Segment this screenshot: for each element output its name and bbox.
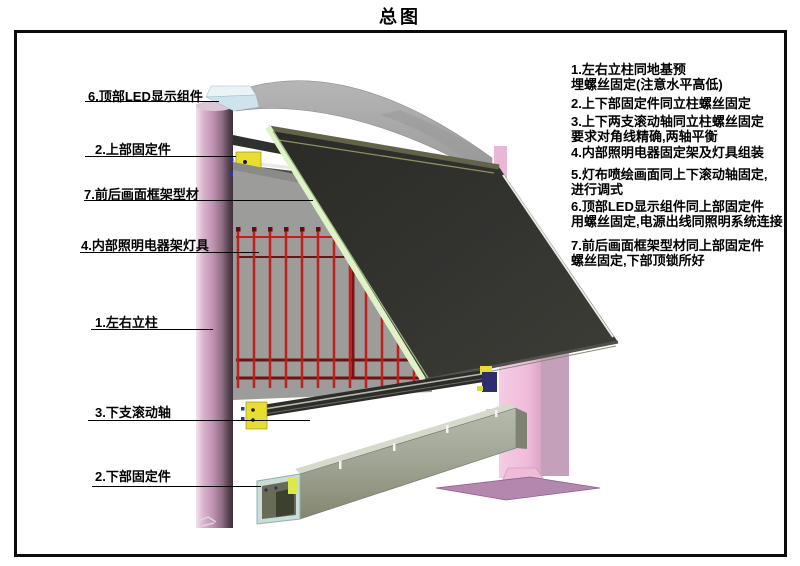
callout-text: 2.下部固定件 [95,469,171,484]
back-panel-top-shade [233,162,305,184]
note-7: 7.前后画面框架型材同上部固定件 螺丝固定,下部顶锁所好 [571,238,764,268]
base-plate-face [435,476,601,501]
bolt-mark [264,488,268,492]
callout-upper-fixing: 2.上部固定件 [95,139,171,158]
callout-bottom-roller: 3.下支滚动轴 [95,402,171,421]
panel-top-frame [268,125,500,170]
roller-end-cap-yellow [480,366,492,374]
callout-text: 3.下支滚动轴 [95,405,171,420]
note-3: 3.上下两支滚动轴同立柱螺丝固定 要求对角线精确,两轴平衡 [571,114,764,144]
bolt-mark [241,407,245,411]
callout-leader-line [91,329,213,330]
callout-lighting: 4.内部照明电器架灯具 [81,235,209,254]
panel-right-highlight [502,174,614,338]
beam-end-sticker [288,477,298,494]
sketch-marks [197,516,217,527]
panel-face [269,128,618,380]
bolt-mark [230,172,234,176]
bolt [243,160,247,164]
roller-end-mark [477,386,483,391]
note-4: 4.内部照明电器固定架及灯具组装 [571,145,764,160]
callout-leader-line [85,101,219,102]
callout-bottom-fixing: 2.下部固定件 [95,466,171,485]
lamp-caps [236,227,321,232]
bolt-mark [241,417,245,421]
assembly-notes: 1.左右立柱同地基预 埋螺丝固定(注意水平高低) 2.上下部固定件同立柱螺丝固定… [571,62,797,268]
panel-bottom-frame [424,340,619,382]
note-5: 5.灯布喷绘画面同上下滚动轴固定, 进行调式 [571,167,768,197]
right-column-side [541,345,569,476]
callout-leader-line [88,420,310,421]
panel-top-line [271,138,495,174]
base-plate [435,476,601,501]
bottom-roller-highlight [251,372,489,412]
callout-frame-profile: 7.前后画面框架型材 [84,184,199,203]
bolt [251,408,255,412]
callout-text: 1.左右立柱 [95,315,158,330]
note-1: 1.左右立柱同地基预 埋螺丝固定(注意水平高低) [571,62,723,92]
callout-leader-line [80,252,259,253]
callout-columns: 1.左右立柱 [95,312,158,331]
callout-leader-line [85,156,236,157]
beam-right-side [516,408,527,449]
panel-left-line [272,130,429,379]
bottom-roller-shadow [251,377,489,417]
page-title: 总图 [379,7,421,27]
panel-left-frame [265,125,427,383]
roller-end-block [482,372,497,392]
bolt-mark [230,158,234,162]
bolt-mark [274,486,278,490]
callout-text: 6.顶部LED显示组件 [88,89,203,104]
callout-leader-line [92,486,261,487]
callout-text: 4.内部照明电器架灯具 [81,238,209,253]
beam-ticks [339,410,498,469]
canopy-shade [380,110,492,178]
note-6: 6.顶部LED显示组件同上部固定件 用螺丝固定,电源出线同照明系统连接 [571,199,783,229]
drawing-border [14,30,787,557]
led-module-front [205,94,260,112]
beam-end-shadow [276,488,294,517]
callout-text: 7.前后画面框架型材 [84,187,199,202]
callout-leader-line [84,200,313,201]
beam-top-face [295,403,516,474]
display-panel [265,125,619,385]
callout-text: 2.上部固定件 [95,142,171,157]
left-column-shaft [196,104,233,528]
callout-led-module: 6.顶部LED显示组件 [88,86,203,105]
lower-fixing-block [245,401,268,430]
led-display-module [205,85,260,112]
bottom-beam [256,403,527,525]
note-2: 2.上下部固定件同立柱螺丝固定 [571,96,751,111]
left-column [196,101,233,528]
bottom-roller [241,366,497,430]
